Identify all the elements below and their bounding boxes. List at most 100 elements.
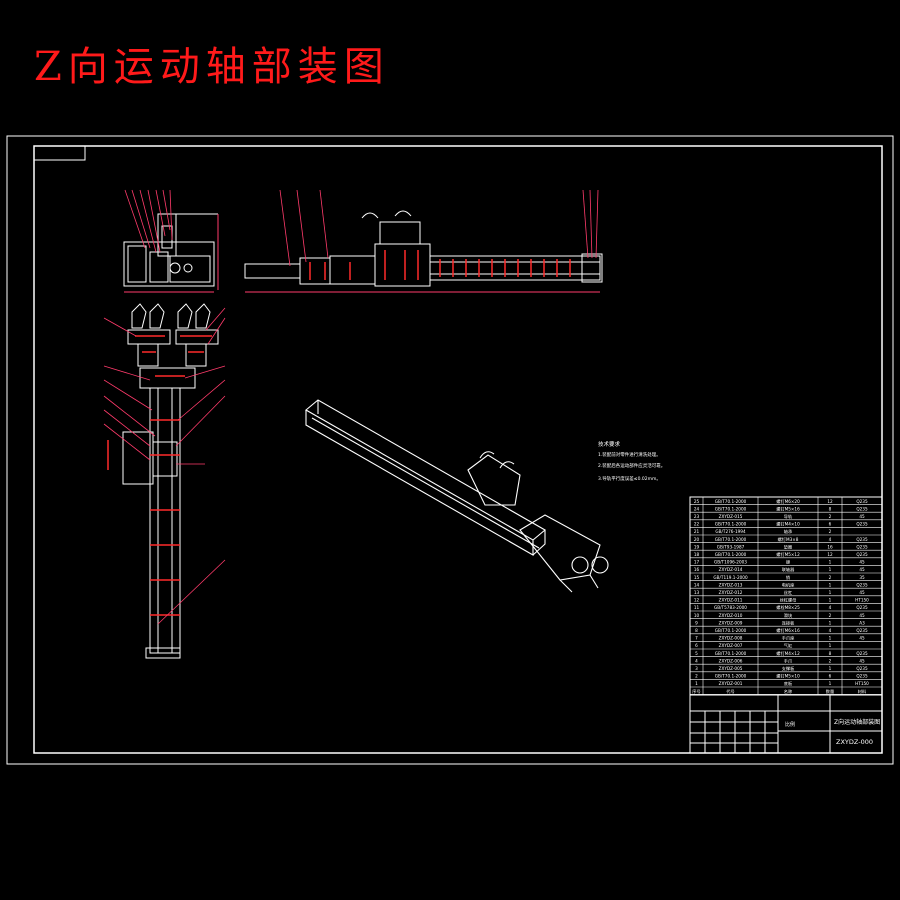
parts-cell-mat: 35 [859, 575, 865, 580]
parts-cell-name: 丝杠螺母 [780, 597, 797, 604]
parts-cell-name: 丝杠 [784, 589, 792, 596]
title-block-scale-label: 比例 [785, 721, 795, 728]
parts-cell-name: 导轨 [784, 513, 793, 520]
parts-cell-qty: 1 [829, 560, 832, 565]
parts-cell-code: GB/T70.1-2000 [715, 552, 747, 557]
parts-cell-name: 螺钉M4×10 [776, 521, 800, 528]
parts-cell-code: ZXYDZ-012 [719, 590, 743, 595]
parts-cell-mat: HT150 [855, 681, 869, 686]
notes-line-3: 3.导轨平行度误差≤0.02mm。 [598, 475, 661, 482]
parts-cell-no: 9 [695, 620, 698, 625]
parts-cell-name: 螺钉M3×8 [778, 536, 799, 543]
parts-cell-qty: 12 [827, 552, 833, 557]
parts-cell-mat: HT150 [855, 598, 869, 603]
vertical-view-leaders [103, 307, 226, 625]
parts-cell-name: 螺钉M6×20 [776, 498, 800, 505]
parts-cell-mat: Q235 [856, 522, 868, 527]
parts-cell-qty: 4 [829, 537, 832, 542]
parts-cell-code: ZXYDZ-009 [719, 620, 743, 625]
parts-cell-code: ZXYDZ-015 [719, 514, 743, 519]
parts-cell-no: 19 [694, 544, 700, 549]
parts-cell-code: GB/T1096-2003 [714, 560, 747, 565]
parts-cell-code: GB/T276-1994 [715, 529, 746, 534]
parts-cell-code: ZXYDZ-006 [719, 658, 743, 663]
parts-cell-mat: 45 [859, 514, 865, 519]
parts-cell-mat: 45 [859, 613, 865, 618]
parts-cell-code: GB/T70.1-2000 [715, 537, 747, 542]
notes-heading: 技术要求 [598, 440, 621, 448]
parts-cell-name: 螺钉M4×12 [776, 650, 800, 657]
parts-cell-code: GB/T5783-2000 [714, 605, 747, 610]
parts-cell-mat: Q235 [856, 544, 868, 549]
outer-frame [6, 135, 894, 765]
parts-cell-mat: Q235 [856, 552, 868, 557]
side-view-leaders [124, 189, 173, 253]
parts-cell-no: 24 [694, 506, 700, 511]
parts-cell-no: 25 [694, 499, 700, 504]
parts-cell-name: 销 [786, 574, 790, 581]
parts-cell-mat: 45 [859, 560, 865, 565]
parts-cell-code: ZXYDZ-007 [719, 643, 743, 648]
parts-cell-mat: 45 [859, 658, 865, 663]
parts-cell-qty: 1 [829, 582, 832, 587]
parts-header-no: 序号 [692, 688, 700, 695]
parts-cell-name: 底板 [784, 680, 793, 687]
parts-cell-name: 螺钉M5×12 [776, 551, 800, 558]
title-block-drawing-name: Z向运动轴部装图 [834, 718, 880, 726]
parts-cell-qty: 1 [829, 643, 832, 648]
parts-cell-name: 键 [786, 559, 791, 566]
notes-line-2: 2.装配后各运动部件应灵活可靠。 [598, 462, 665, 469]
parts-header-mat: 材料 [858, 688, 867, 695]
parts-cell-name: 垫圈 [784, 543, 792, 550]
parts-cell-no: 16 [694, 567, 700, 572]
parts-cell-qty: 16 [827, 544, 833, 549]
parts-cell-name: 联轴器 [782, 566, 795, 573]
parts-cell-no: 7 [695, 636, 698, 641]
parts-cell-mat: Q235 [856, 537, 868, 542]
corner-box [33, 145, 86, 161]
parts-cell-no: 3 [695, 666, 698, 671]
parts-cell-mat: 45 [859, 636, 865, 641]
parts-cell-name: 连接板 [782, 619, 795, 626]
parts-cell-code: ZXYDZ-010 [719, 613, 743, 618]
parts-cell-mat: 45 [859, 590, 865, 595]
parts-cell-qty: 1 [829, 681, 832, 686]
parts-cell-name: 滑块 [784, 612, 793, 619]
parts-cell-mat: 45 [859, 567, 865, 572]
parts-cell-qty: 4 [829, 605, 832, 610]
parts-cell-no: 10 [694, 613, 700, 618]
parts-cell-qty: 1 [829, 598, 832, 603]
parts-cell-no: 23 [694, 514, 700, 519]
parts-cell-no: 2 [695, 674, 698, 679]
parts-cell-code: ZXYDZ-001 [719, 681, 743, 686]
parts-cell-mat: Q235 [856, 582, 868, 587]
parts-cell-no: 18 [694, 552, 700, 557]
notes-line-1: 1.装配前对零件进行清洗处理。 [598, 451, 661, 458]
parts-cell-no: 5 [695, 651, 698, 656]
parts-cell-code: GB/T93-1987 [717, 544, 745, 549]
parts-cell-qty: 2 [829, 529, 832, 534]
title-block-drawing-number: ZXYDZ-000 [836, 738, 873, 746]
parts-cell-no: 12 [694, 598, 700, 603]
parts-cell-code: GB/T119.1-2000 [713, 575, 748, 580]
parts-cell-mat: Q235 [856, 506, 868, 511]
parts-cell-no: 13 [694, 590, 700, 595]
parts-cell-no: 20 [694, 537, 700, 542]
parts-cell-code: GB/T70.1-2000 [715, 499, 747, 504]
parts-header-code: 代号 [726, 688, 734, 695]
parts-cell-name: 手爪 [784, 657, 793, 664]
parts-cell-no: 22 [694, 522, 700, 527]
parts-cell-mat: Q235 [856, 674, 868, 679]
technical-notes: 技术要求 1.装配前对零件进行清洗处理。 2.装配后各运动部件应灵活可靠。 3.… [598, 440, 665, 482]
parts-cell-qty: 12 [827, 499, 833, 504]
parts-cell-qty: 1 [829, 590, 832, 595]
parts-cell-mat: Q235 [856, 666, 868, 671]
horizontal-view-leaders [279, 189, 599, 267]
parts-cell-qty: 8 [829, 651, 832, 656]
parts-cell-no: 8 [695, 628, 698, 633]
vertical-view-red [107, 335, 212, 616]
parts-cell-no: 17 [694, 560, 700, 565]
parts-cell-code: ZXYDZ-014 [719, 567, 743, 572]
parts-cell-code: ZXYDZ-008 [719, 636, 743, 641]
